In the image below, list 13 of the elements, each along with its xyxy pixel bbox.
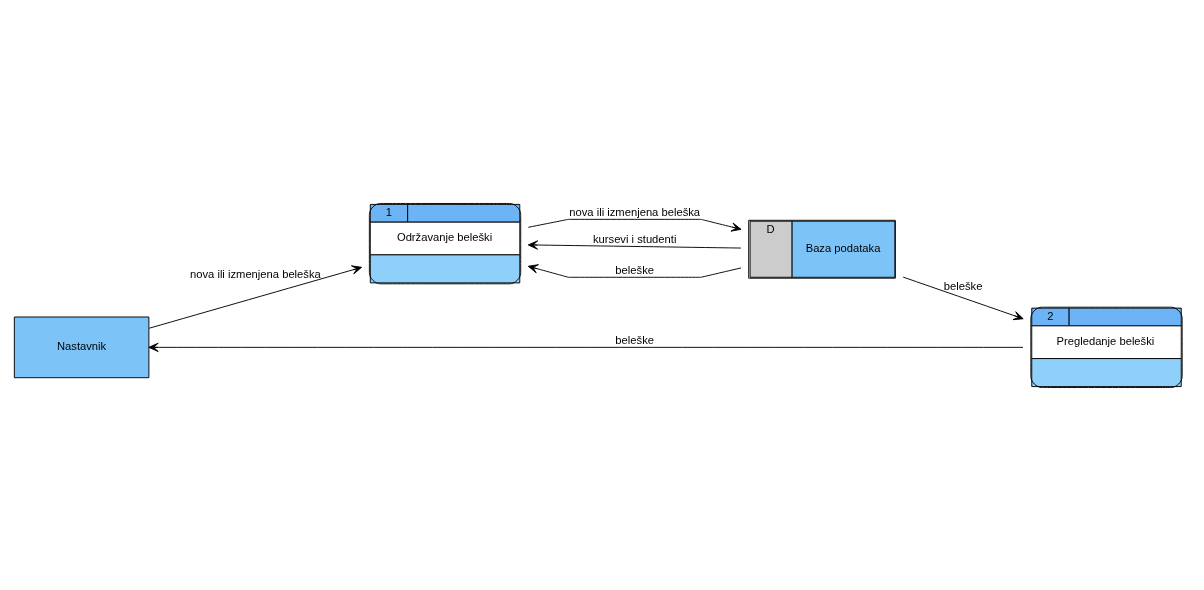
arrow (527, 263, 742, 278)
edge-label: nova ili izmenjena beleška (569, 205, 701, 218)
edge-label: beleške (943, 279, 983, 292)
node-box: Nastavnik (13, 316, 150, 378)
arrow (527, 239, 742, 250)
arrow (148, 264, 363, 329)
edge-label: nova ili izmenjena beleška (189, 267, 321, 280)
edge-label: beleške (615, 333, 655, 346)
edge-label: beleške (615, 263, 655, 276)
arrow (527, 218, 742, 232)
arrow (148, 342, 1024, 352)
edge-label: kursevi i studenti (592, 232, 677, 245)
arrow (902, 276, 1024, 320)
